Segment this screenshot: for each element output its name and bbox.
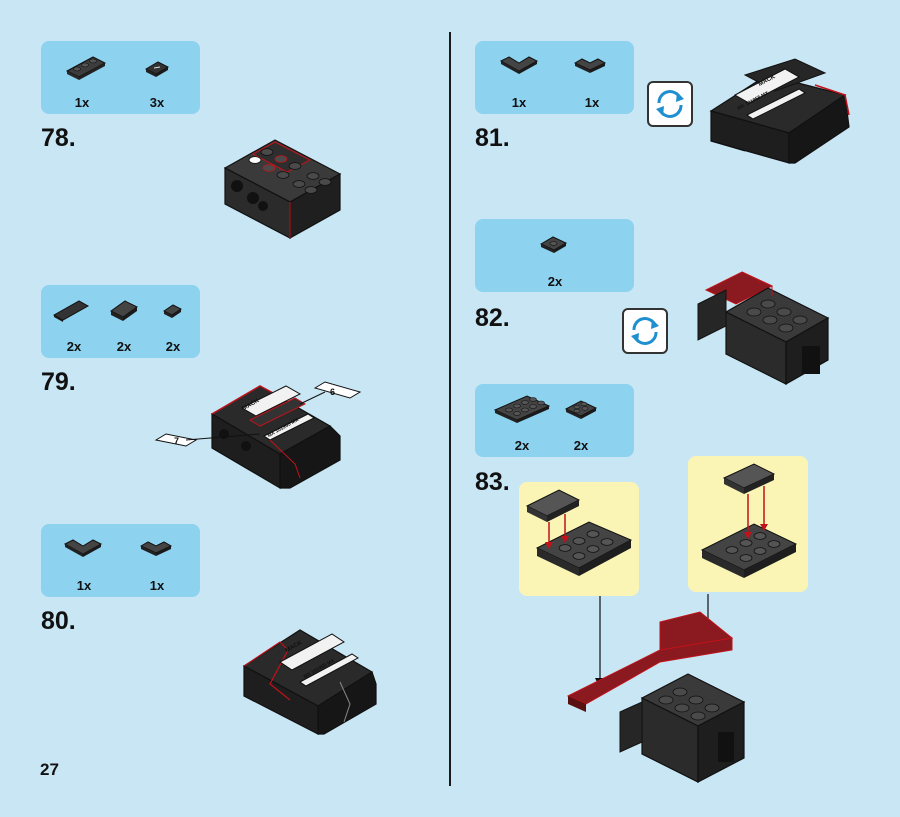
parts-callout-80: 1x 1x xyxy=(41,524,200,597)
callout-tag: 6 xyxy=(330,387,336,397)
part-qty: 2x xyxy=(66,339,82,354)
wedge-plate-small-icon xyxy=(139,541,173,556)
wedge-plate-icon xyxy=(63,539,103,557)
jumper-plate-icon xyxy=(539,236,568,253)
model-assembly-81 xyxy=(709,58,850,164)
sub-assembly-highlight xyxy=(519,482,639,596)
part-qty: 2x xyxy=(116,339,132,354)
step-number: 80. xyxy=(41,607,76,635)
parts-callout-78: 1x 3x xyxy=(41,41,200,114)
tile-1x1-printed-icon xyxy=(144,61,170,77)
slope-2x2-icon xyxy=(110,300,138,321)
part-qty: 1x xyxy=(74,95,90,110)
part-qty: 2x xyxy=(514,438,530,453)
model-assembly-83 xyxy=(566,594,746,783)
sub-assembly-highlight xyxy=(688,456,808,592)
tile-1x4-icon xyxy=(52,300,90,322)
part-qty: 2x xyxy=(573,438,589,453)
slope-1x1-icon xyxy=(163,304,182,318)
part-qty: 1x xyxy=(511,95,527,110)
parts-callout-79: 2x 2x 2x xyxy=(41,285,200,358)
part-qty: 1x xyxy=(149,578,165,593)
plate-2x2-icon xyxy=(564,400,598,419)
plate-1x3-dark-icon xyxy=(65,56,107,80)
step-number: 78. xyxy=(41,124,76,152)
step-number: 79. xyxy=(41,368,76,396)
callout-tag: 7 xyxy=(174,436,180,446)
step-number: 83. xyxy=(475,468,510,496)
part-qty: 1x xyxy=(76,578,92,593)
step-number: 81. xyxy=(475,124,510,152)
part-qty: 2x xyxy=(547,274,563,289)
rotate-model-icon xyxy=(647,81,693,127)
part-qty: 3x xyxy=(149,95,165,110)
parts-callout-82: 2x xyxy=(475,219,634,292)
rotate-model-icon xyxy=(622,308,668,354)
plate-2x4-icon xyxy=(493,395,551,423)
page-divider xyxy=(449,32,451,786)
part-qty: 2x xyxy=(165,339,181,354)
wedge-plate-icon xyxy=(499,56,539,74)
model-assembly-79 xyxy=(154,381,362,490)
model-assembly-82 xyxy=(697,271,830,386)
parts-callout-83: 2x 2x xyxy=(475,384,634,457)
wedge-plate-small-icon xyxy=(573,58,607,73)
parts-callout-81: 1x 1x xyxy=(475,41,634,114)
step-number: 82. xyxy=(475,304,510,332)
model-assembly-80 xyxy=(242,629,377,735)
page-number: 27 xyxy=(40,760,59,779)
part-qty: 1x xyxy=(584,95,600,110)
model-assembly-78 xyxy=(223,139,342,240)
